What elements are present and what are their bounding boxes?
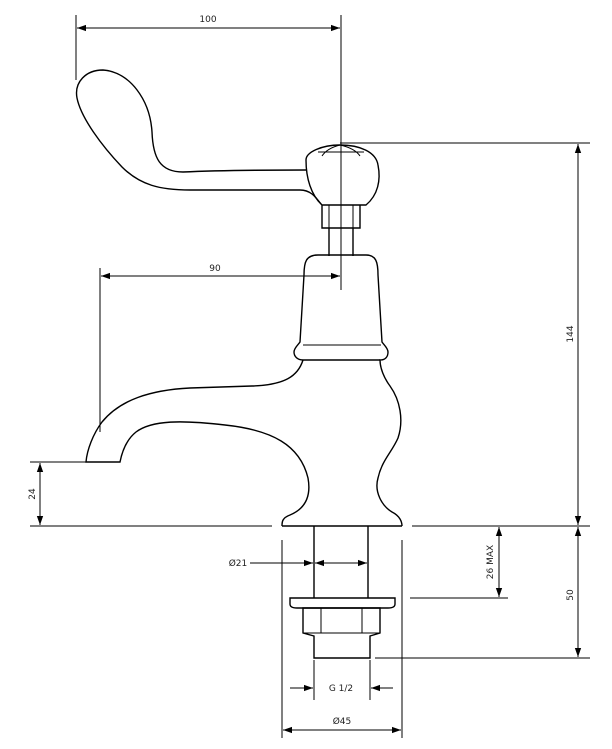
tap-outline [75,69,403,659]
lever-handle [75,69,322,205]
dim-max-thickness: 26 MAX [486,545,496,579]
handle-hub [305,144,380,206]
dimension-lines [36,24,582,734]
dim-spout-height: 24 [28,488,38,500]
dim-spout-reach: 90 [209,264,221,274]
dim-shank-diameter: Ø21 [229,558,248,569]
backnut-washer [289,597,396,609]
dim-total-height: 144 [566,325,576,342]
extension-lines [30,15,590,738]
dim-shank-length: 50 [566,589,576,601]
backnut [302,607,381,659]
dim-thread: G 1/2 [329,684,353,694]
dim-handle-reach: 100 [199,15,216,25]
tap-spout [85,359,310,527]
dim-base-diameter: Ø45 [333,716,352,727]
tap-body [318,254,403,527]
shank [313,526,369,598]
